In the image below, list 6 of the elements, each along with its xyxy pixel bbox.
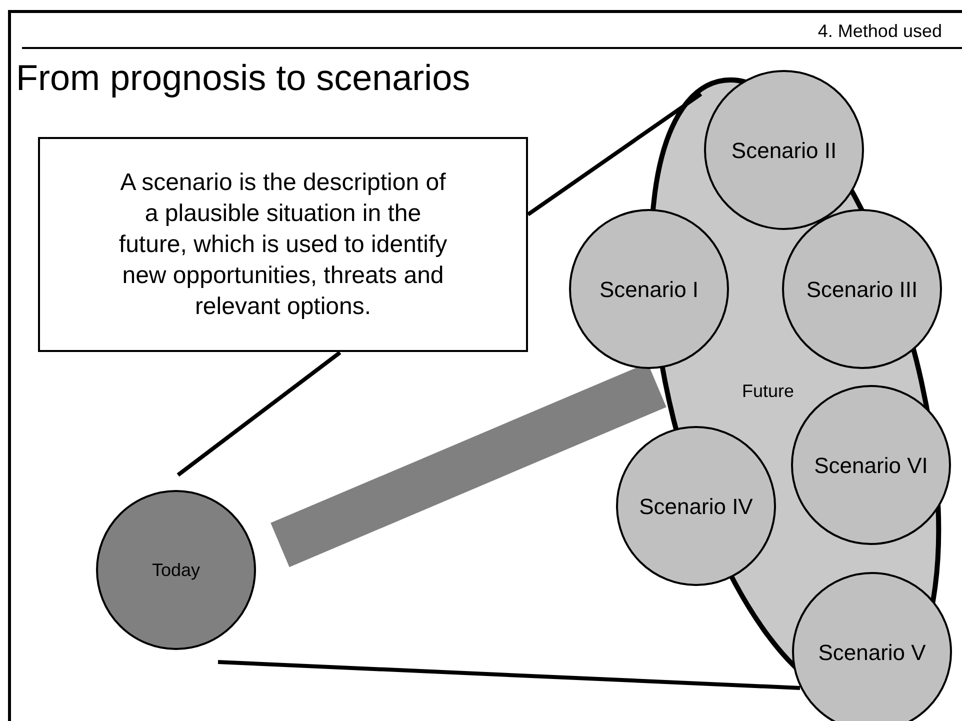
connector-line [176,350,342,477]
slide-title: From prognosis to scenarios [16,56,470,100]
section-label: 4. Method used [818,20,942,43]
connector-line [526,92,702,216]
definition-box: A scenario is the description of a plausible situation in the future, which is used to identify new opportunities, threats and relevant options. [38,137,528,352]
connector-line [218,660,800,690]
